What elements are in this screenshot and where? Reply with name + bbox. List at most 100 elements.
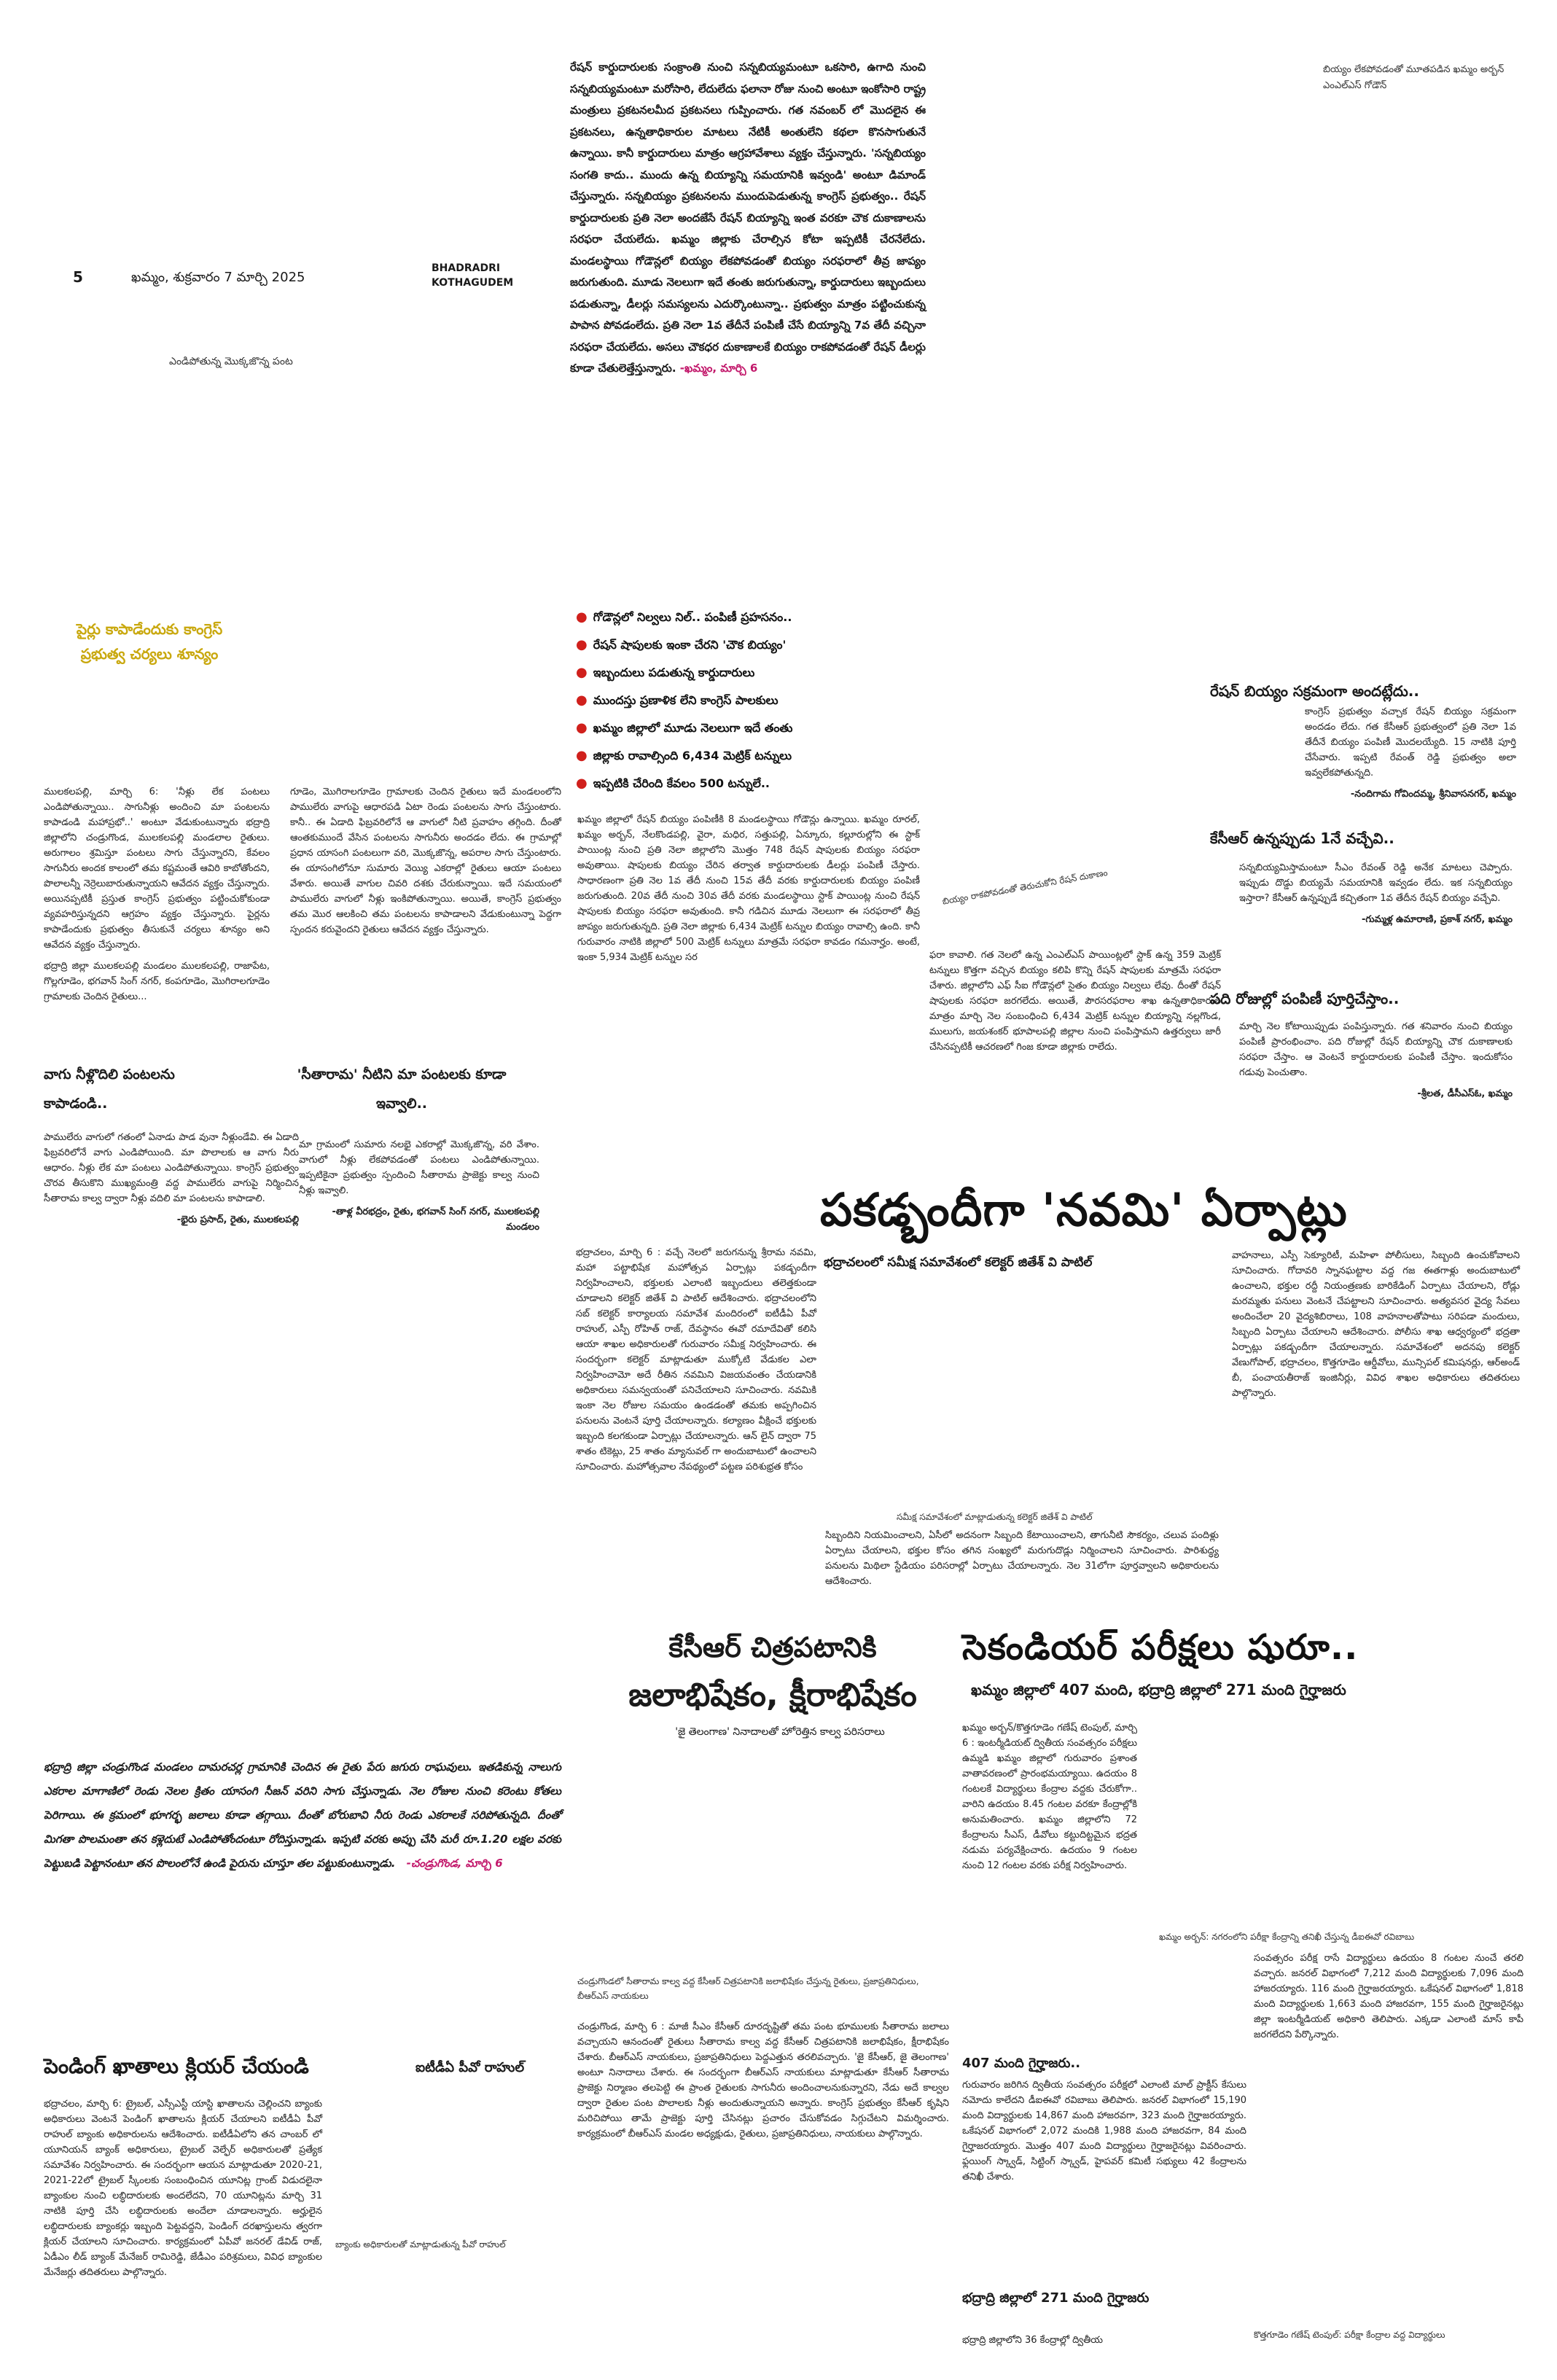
quote1-signature: -నందిగామ గోవిందమ్మ, శ్రీనివాసనగర్, ఖమ్మం bbox=[1350, 789, 1516, 800]
navami-photo bbox=[825, 1290, 1219, 1509]
page-number: 5 bbox=[73, 268, 83, 286]
ration-lead-dateline: -ఖమ్మం, మార్చి 6 bbox=[679, 362, 758, 375]
navami-headline: పకడ్బందీగా 'నవమి' ఏర్పాట్లు bbox=[820, 1183, 1348, 1236]
exams-photo-b bbox=[1254, 2082, 1523, 2322]
exams-col-a2-text: గురువారం జరిగిన ద్వితీయ సంవత్సరం పరీక్షల… bbox=[962, 2080, 1246, 2182]
navami-col-a: భద్రాచలం, మార్చి 6 : వచ్చే నెలలో జరుగనున… bbox=[576, 1245, 816, 1480]
sub1-signature: -భైరు ప్రసాద్, రైతు, ములకలపల్లి bbox=[176, 1214, 299, 1225]
highlight-item: ●జిల్లాకు రావాల్సింది 6,434 మెట్రిక్ టన్… bbox=[576, 748, 792, 763]
sub1-text: పాములేరు వాగులో గతంలో ఏనాడు పాడ వునా నీళ… bbox=[44, 1130, 299, 1233]
navami-col-b: సిబ్బందిని నియమించాలని, ఏసీలో అదనంగా సిబ… bbox=[825, 1528, 1219, 1595]
highlight-item: ●రేషన్ షాపులకు ఇంకా చేరని 'చౌక బియ్యం' bbox=[576, 637, 787, 652]
ration-detail-col-a-text: ఖమ్మం జిల్లాలో రేషన్ బియ్యం పంపిణీకి 8 మ… bbox=[577, 814, 920, 963]
pending-text: భద్రాచలం, మార్చి 6: ట్రైబల్, ఎస్సీఎస్టీ … bbox=[44, 2096, 322, 2286]
kcr-text: చండ్రుగొండ, మార్చి 6 : మాజీ సీఎం కేసీఆర్… bbox=[577, 2019, 949, 2147]
kcr-headline-1: కేసీఆర్ చిత్రపటానికి bbox=[668, 1631, 877, 1663]
quote3-head: పది రోజుల్లో పంపిణీ పూర్తిచేస్తాం.. bbox=[1210, 990, 1400, 1007]
closed-shop-photo bbox=[940, 795, 1188, 911]
exams-col-a-text: ఖమ్మం అర్బన్/కొత్తగూడెం గణేష్ టెంపుల్, మ… bbox=[962, 1722, 1137, 1871]
navami-col-a-text: భద్రాచలం, మార్చి 6 : వచ్చే నెలలో జరుగనున… bbox=[576, 1247, 816, 1472]
dry-crop-photo-1 bbox=[248, 605, 561, 773]
exams-subhead: ఖమ్మం జిల్లాలో 407 మంది, భద్రాద్రి జిల్ల… bbox=[971, 1681, 1346, 1698]
kcr-subhead: 'జై తెలంగాణ' నినాదాలతో హోరెత్తిన కాల్వ ప… bbox=[675, 1726, 885, 1738]
bullet-icon: ● bbox=[576, 609, 588, 625]
exams-photo-a bbox=[1152, 1716, 1516, 1949]
exams-headline: సెకండియర్ పరీక్షలు షురూ.. bbox=[962, 1627, 1359, 1668]
exams-col-a2: గురువారం జరిగిన ద్వితీయ సంవత్సరం పరీక్షల… bbox=[962, 2077, 1246, 2190]
pending-paragraph: భద్రాచలం, మార్చి 6: ట్రైబల్, ఎస్సీఎస్టీ … bbox=[44, 2099, 322, 2278]
sub2-head: 'సీతారామ' నీటిని మా పంటలకు కూడా ఇవ్వాలి.… bbox=[297, 1066, 507, 1112]
sub1-head: వాగు నీళ్లొదిలి పంటలను కాపాడండి.. bbox=[44, 1066, 175, 1112]
bullet-icon: ● bbox=[576, 665, 588, 680]
maize-photo bbox=[44, 22, 561, 255]
exams-col-a3-text: భద్రాద్రి జిల్లాలోని 36 కేంద్రాల్లో ద్వి… bbox=[962, 2335, 1104, 2346]
quote2-text: సన్నబియ్యమిస్తామంటూ సీఎం రేవంత్ రెడ్డి అ… bbox=[1239, 862, 1513, 904]
highlight-item: ●ఖమ్మం జిల్లాలో మూడు నెలలుగా ఇదే తంతు bbox=[576, 720, 793, 736]
navami-subhead: భద్రాచలంలో సమీక్ష సమావేశంలో కలెక్టర్ జిత… bbox=[824, 1255, 1093, 1270]
navami-col-c-text: వాహనాలు, ఎస్పీ సెక్యూరిటీ, మహిళా పోలీసుల… bbox=[1232, 1250, 1520, 1399]
ration-highlights: ●గోడౌన్లలో నిల్వలు నిల్.. పంపిణీ ప్రహసనం… bbox=[576, 604, 940, 797]
quote1-text: కాంగ్రెస్ ప్రభుత్వం వచ్చాక రేషన్ బియ్యం … bbox=[1305, 706, 1516, 779]
quote1: కాంగ్రెస్ ప్రభుత్వం వచ్చాక రేషన్ బియ్యం … bbox=[1305, 704, 1516, 808]
kcr-photo bbox=[577, 1752, 949, 1971]
highlight-item: ●ఇబ్బందులు పడుతున్న కార్డుదారులు bbox=[576, 665, 755, 680]
quote3-text: మార్చి నెల కోటాయిప్పుడు పంపిస్తున్నారు. … bbox=[1239, 1021, 1513, 1078]
kcr-photo-caption: చండ్రుగొండలో సీతారామ కాల్వ వద్ద కేసీఆర్ … bbox=[577, 1976, 919, 2001]
quote1-head: రేషన్ బియ్యం సక్రమంగా అందట్లేదు.. bbox=[1210, 682, 1419, 700]
italic-story-sig: -చండ్రుగొండ, మార్చి 6 bbox=[406, 1857, 503, 1870]
quote2: సన్నబియ్యమిస్తామంటూ సీఎం రేవంత్ రెడ్డి అ… bbox=[1239, 860, 1513, 933]
navami-col-b-text: సిబ్బందిని నియమించాలని, ఏసీలో అదనంగా సిబ… bbox=[825, 1530, 1219, 1587]
farmers-col-1-text: ములకలపల్లి, మార్చి 6: 'నీళ్లు లేక పంటలు … bbox=[44, 787, 270, 951]
kcr-headline-2: జలాభిషేకం, క్షీరాభిషేకం bbox=[628, 1677, 917, 1714]
exams-col-a3: భద్రాద్రి జిల్లాలోని 36 కేంద్రాల్లో ద్వి… bbox=[962, 2333, 1246, 2354]
edition-label: BHADRADRI KOTHAGUDEM bbox=[432, 262, 514, 289]
sub2-signature: -తాళ్ల వీరభద్రం, రైతు, భగవాన్ సింగ్ నగర్… bbox=[332, 1206, 539, 1233]
bullet-icon: ● bbox=[576, 776, 588, 791]
navami-col-c: వాహనాలు, ఎస్పీ సెక్యూరిటీ, మహిళా పోలీసుల… bbox=[1232, 1248, 1520, 1407]
pending-kicker: ఐటీడీఏ పీవో రాహుల్ bbox=[415, 2060, 525, 2075]
exams-col-a: ఖమ్మం అర్బన్/కొత్తగూడెం గణేష్ టెంపుల్, మ… bbox=[962, 1720, 1137, 1879]
quote3: మార్చి నెల కోటాయిప్పుడు పంపిస్తున్నారు. … bbox=[1239, 1019, 1513, 1107]
farmers-col-2-text: గూడెం, మొగిరాలగూడెం గ్రామాలకు చెందిన రైత… bbox=[290, 787, 561, 935]
italic-story: భద్రాద్రి జిల్లా చండ్రుగొండ మండలం దామరచర… bbox=[44, 1755, 561, 1876]
exams-photo-b-caption: కొత్తగూడెం గణేష్ టెంపుల్: పరీక్షా కేంద్ర… bbox=[1254, 2330, 1445, 2340]
ration-detail-col-a: ఖమ్మం జిల్లాలో రేషన్ బియ్యం పంపిణీకి 8 మ… bbox=[577, 812, 920, 971]
farmers-col-1b-text: భద్రాద్రి జిల్లా ములకలపల్లి మండలం ములకలప… bbox=[44, 961, 270, 1002]
italic-story-text: భద్రాద్రి జిల్లా చండ్రుగొండ మండలం దామరచర… bbox=[44, 1760, 561, 1870]
ration-detail-col-b-text: ఫరా కావాలి. గత నెలలో ఉన్న ఎంఎల్ఎస్ పాయిం… bbox=[929, 950, 1221, 1053]
bullet-icon: ● bbox=[576, 748, 588, 763]
exams-photo-a-caption: ఖమ్మం అర్బన్: నగరంలోని పరీక్షా కేంద్రాన్… bbox=[1159, 1932, 1415, 1942]
exams-col-b: సంవత్సరం పరీక్ష రాసే విద్యార్థులు ఉదయం 8… bbox=[1254, 1951, 1523, 2048]
ration-lead-text: రేషన్ కార్డుదారులకు సంక్రాంతి నుంచి సన్న… bbox=[570, 61, 926, 375]
highlight-item: ●ఇప్పటికి చేరింది కేవలం 500 టన్నులే.. bbox=[576, 776, 770, 791]
pending-photo bbox=[328, 2099, 561, 2238]
sub1-paragraph: పాములేరు వాగులో గతంలో ఏనాడు పాడ వునా నీళ… bbox=[44, 1132, 299, 1204]
godown-photo bbox=[969, 87, 1523, 554]
sub2-paragraph: మా గ్రామంలో సుమారు నలభై ఎకరాల్లో మొక్కజొ… bbox=[299, 1139, 539, 1196]
farmers-head: పైర్లు కాపాడేందుకు కాంగ్రెస్ ప్రభుత్వ చర… bbox=[76, 620, 223, 663]
navami-photo-caption: సమీక్ష సమావేశంలో మాట్లాడుతున్న కలెక్టర్ … bbox=[897, 1512, 1093, 1522]
sub2-text: మా గ్రామంలో సుమారు నలభై ఎకరాల్లో మొక్కజొ… bbox=[299, 1137, 539, 1241]
godown-photo-caption: బియ్యం లేకపోవడంతో మూతపడిన ఖమ్మం అర్బన్ ఎ… bbox=[1323, 64, 1505, 91]
quote3-signature: -శ్రీలత, డీసీఎస్ఓ, ఖమ్మం bbox=[1417, 1088, 1513, 1099]
exams-sub-bhadradri: భద్రాద్రి జిల్లాలో 271 మంది గైర్హాజరు bbox=[962, 2290, 1150, 2306]
highlight-item: ●గోడౌన్లలో నిల్వలు నిల్.. పంపిణీ ప్రహసనం… bbox=[576, 609, 792, 625]
quote2-head: కేసీఆర్ ఉన్నప్పుడు 1నే వచ్చేవి.. bbox=[1210, 830, 1394, 847]
farmers-col-2: గూడెం, మొగిరాలగూడెం గ్రామాలకు చెందిన రైత… bbox=[290, 784, 561, 943]
bullet-icon: ● bbox=[576, 692, 588, 708]
maize-photo-caption: ఎండిపోతున్న మొక్కజొన్న పంట bbox=[169, 356, 293, 367]
bullet-icon: ● bbox=[576, 637, 588, 652]
ration-detail-col-b: ఫరా కావాలి. గత నెలలో ఉన్న ఎంఎల్ఎస్ పాయిం… bbox=[929, 948, 1221, 1061]
ration-lead-story: రేషన్ కార్డుదారులకు సంక్రాంతి నుంచి సన్న… bbox=[570, 57, 926, 380]
kcr-paragraph: చండ్రుగొండ, మార్చి 6 : మాజీ సీఎం కేసీఆర్… bbox=[577, 2021, 949, 2139]
pending-photo-caption: బ్యాంకు అధికారులతో మాట్లాడుతున్న పీవో రా… bbox=[335, 2239, 506, 2250]
date-line: ఖమ్మం, శుక్రవారం 7 మార్చి 2025 bbox=[131, 270, 305, 285]
bullet-icon: ● bbox=[576, 720, 588, 736]
farmer-photo bbox=[44, 1596, 561, 1742]
farmers-col-1: ములకలపల్లి, మార్చి 6: 'నీళ్లు లేక పంటలు … bbox=[44, 784, 270, 1010]
highlight-item: ●ముందస్తు ప్రణాళిక లేని కాంగ్రెస్ పాలకుల… bbox=[576, 692, 778, 708]
quote2-signature: -గుమ్మళ్ల ఉమారాణి, ప్రకాశ్ నగర్, ఖమ్మం bbox=[1361, 914, 1513, 925]
exams-sub-khammam: 407 మంది గైర్హాజరు.. bbox=[962, 2056, 1081, 2071]
pending-headline: పెండింగ్ ఖాతాలు క్లియర్ చేయండి bbox=[44, 2054, 309, 2078]
exams-col-b-text: సంవత్సరం పరీక్ష రాసే విద్యార్థులు ఉదయం 8… bbox=[1254, 1953, 1523, 2040]
